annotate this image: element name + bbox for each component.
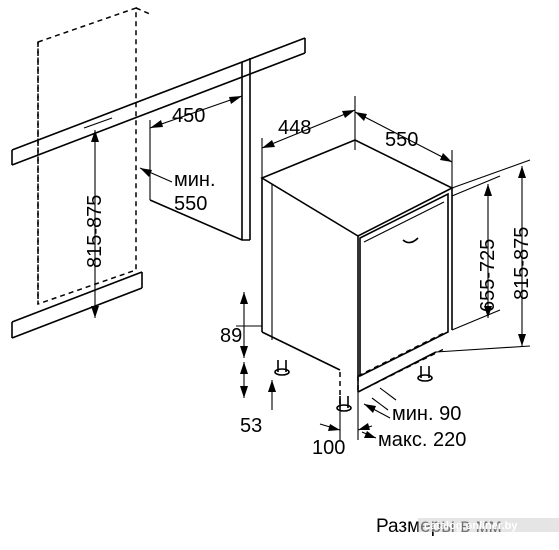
cabinet-outline: [37, 6, 151, 306]
watermark-text: catalog.onliner.by: [424, 520, 518, 532]
dimension-unit-width: 448: [261, 96, 356, 178]
unit-depth-label: 550: [385, 129, 418, 151]
dimension-foot-height: 53: [240, 362, 276, 437]
watermark: catalog.onliner.by: [418, 518, 559, 532]
foot-height-label: 53: [240, 415, 262, 437]
dimension-unit-depth: 550: [354, 111, 453, 188]
cabinet-depth-label: 450: [172, 105, 205, 127]
niche-depth-value: 550: [174, 193, 207, 215]
door-height-label: 655-725: [477, 239, 499, 312]
dishwasher-door: [359, 192, 449, 378]
dimension-unit-height: 815-875: [435, 159, 533, 353]
dimension-cabinet-height: 815-875: [83, 117, 113, 318]
unit-height-label: 815-875: [511, 227, 533, 300]
foot-depth-label: 100: [312, 437, 345, 459]
dimension-cabinet-depth: 450: [149, 95, 243, 129]
dishwasher-body: [260, 139, 454, 393]
niche-depth-prefix: мин.: [174, 169, 216, 191]
door-handle-icon: [402, 237, 419, 244]
dimension-door-height: 655-725: [451, 175, 501, 331]
dimension-niche-depth: мин. 550: [139, 167, 216, 215]
dishwasher-feet: [274, 360, 433, 412]
plinth-height-label: 89: [220, 325, 242, 347]
unit-width-label: 448: [278, 117, 311, 139]
floor-plane: [11, 120, 250, 339]
dimension-plinth-gap: мин. 90 макс. 220: [361, 387, 466, 451]
plinth-gap-max-label: макс. 220: [378, 429, 466, 451]
dimension-plinth-height: 89: [220, 292, 262, 358]
countertop: [11, 37, 306, 240]
cabinet-height-label: 815-875: [84, 195, 106, 268]
plinth-gap-min-label: мин. 90: [392, 403, 461, 425]
dimension-foot-depth: 100: [312, 392, 373, 459]
